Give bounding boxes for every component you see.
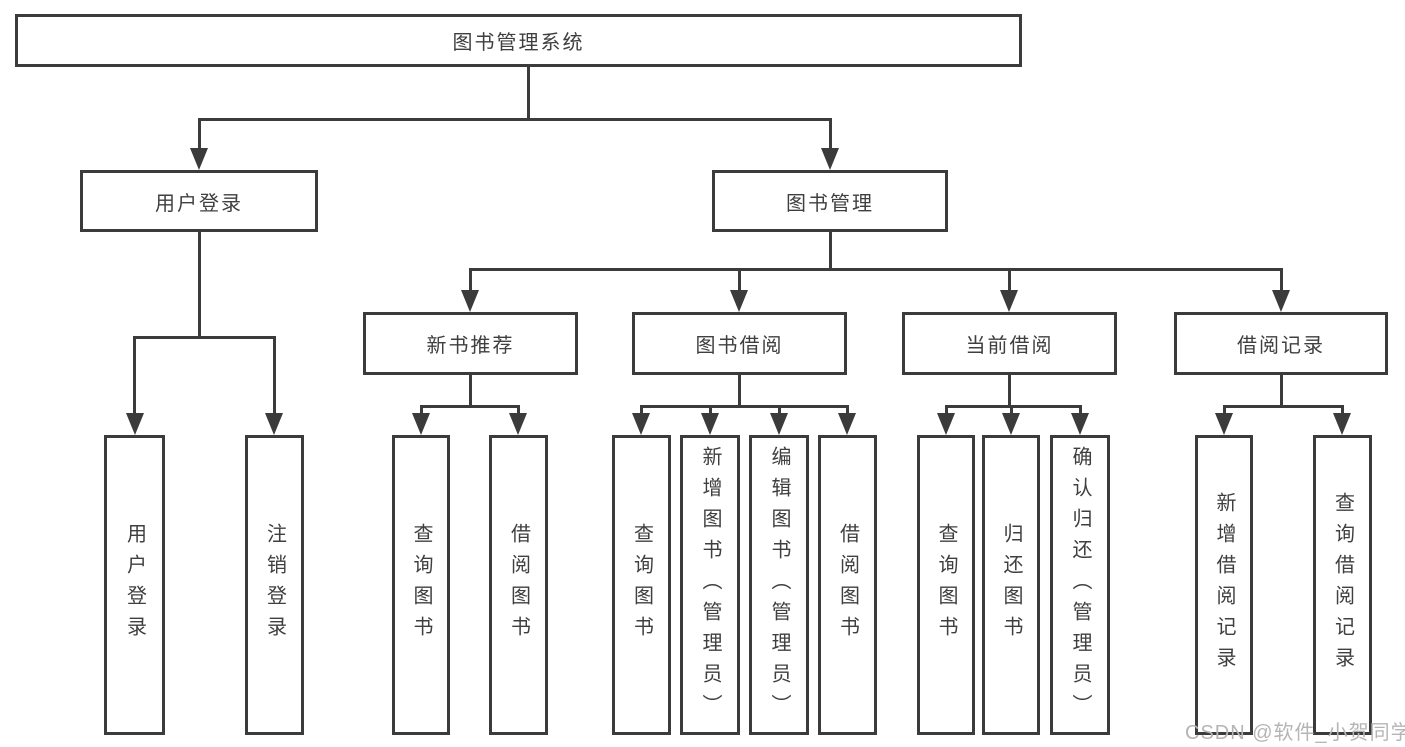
leaf-user-login: 用户登录 <box>104 435 165 735</box>
leaf-bb-borrow-books: 借阅图书 <box>818 435 877 735</box>
arrow-down-icon <box>190 148 208 170</box>
connector-records-stem-1 <box>1223 405 1226 413</box>
connector-newbooks-hline <box>420 405 520 408</box>
connector-bookmgmt-hline <box>469 268 1282 271</box>
connector-bookborrow-stem-3 <box>778 405 781 413</box>
leaf-bb-edit-books-admin: 编辑图书（管理员） <box>749 435 809 735</box>
arrow-down-icon <box>1215 413 1233 435</box>
node-new-book-recommend: 新书推荐 <box>363 312 578 375</box>
connector-root-stem-left <box>198 118 201 148</box>
connector-bookborrow-hline <box>640 405 849 408</box>
arrow-down-icon <box>126 413 144 435</box>
connector-userlogin-stem-2 <box>273 336 276 413</box>
node-library-system: 图书管理系统 <box>15 14 1022 67</box>
arrow-down-icon <box>937 413 955 435</box>
connector-userlogin-stem-1 <box>133 336 136 413</box>
arrow-down-icon <box>701 413 719 435</box>
arrow-down-icon <box>632 413 650 435</box>
connector-records-stem-2 <box>1341 405 1344 413</box>
arrow-down-icon <box>509 413 527 435</box>
connector-newbooks-vline <box>469 375 472 407</box>
connector-bookmgmt-stem-1 <box>469 268 472 290</box>
arrow-down-icon <box>265 413 283 435</box>
connector-bookborrow-stem-4 <box>846 405 849 413</box>
node-current-borrowing: 当前借阅 <box>902 312 1117 375</box>
connector-newbooks-stem-2 <box>517 405 520 413</box>
leaf-logout: 注销登录 <box>245 435 304 735</box>
connector-bookborrow-stem-1 <box>640 405 643 413</box>
arrow-down-icon <box>1272 290 1290 312</box>
arrow-down-icon <box>461 290 479 312</box>
connector-currentborrow-stem-2 <box>1010 405 1013 413</box>
connector-root-hline <box>198 118 832 121</box>
leaf-bb-query-books: 查询图书 <box>612 435 671 735</box>
arrow-down-icon <box>1000 290 1018 312</box>
connector-bookborrow-stem-2 <box>709 405 712 413</box>
node-borrow-records: 借阅记录 <box>1174 312 1388 375</box>
connector-currentborrow-hline <box>945 405 1082 408</box>
leaf-cb-return-books: 归还图书 <box>982 435 1040 735</box>
arrow-down-icon <box>1002 413 1020 435</box>
connector-bookmgmt-stem-2 <box>738 268 741 290</box>
arrow-down-icon <box>770 413 788 435</box>
leaf-cb-query-books: 查询图书 <box>917 435 975 735</box>
connector-currentborrow-stem-1 <box>945 405 948 413</box>
connector-root-vline <box>527 67 530 120</box>
arrow-down-icon <box>1071 413 1089 435</box>
leaf-br-add-record: 新增借阅记录 <box>1195 435 1253 735</box>
connector-root-stem-right <box>829 118 832 148</box>
leaf-bb-add-books-admin: 新增图书（管理员） <box>680 435 740 735</box>
leaf-br-query-record: 查询借阅记录 <box>1313 435 1372 735</box>
connector-currentborrow-stem-3 <box>1079 405 1082 413</box>
connector-userlogin-hline <box>133 336 276 339</box>
leaf-nb-borrow-books: 借阅图书 <box>489 435 548 735</box>
arrow-down-icon <box>821 148 839 170</box>
connector-currentborrow-vline <box>1008 375 1011 407</box>
connector-bookborrow-vline <box>738 375 741 407</box>
connector-bookmgmt-stem-3 <box>1008 268 1011 290</box>
connector-userlogin-vline <box>198 232 201 338</box>
connector-records-vline <box>1280 375 1283 407</box>
arrow-down-icon <box>838 413 856 435</box>
node-book-borrowing: 图书借阅 <box>632 312 847 375</box>
node-book-management: 图书管理 <box>712 170 948 232</box>
connector-records-hline <box>1223 405 1344 408</box>
connector-bookmgmt-vline <box>829 232 832 270</box>
arrow-down-icon <box>412 413 430 435</box>
csdn-watermark: CSDN @软件_小贺同学 <box>1185 722 1405 744</box>
arrow-down-icon <box>1333 413 1351 435</box>
node-user-login: 用户登录 <box>80 170 318 232</box>
leaf-nb-query-books: 查询图书 <box>392 435 450 735</box>
connector-bookmgmt-stem-4 <box>1280 268 1283 290</box>
leaf-cb-confirm-return-admin: 确认归还（管理员） <box>1050 435 1110 735</box>
connector-newbooks-stem-1 <box>420 405 423 413</box>
arrow-down-icon <box>730 290 748 312</box>
